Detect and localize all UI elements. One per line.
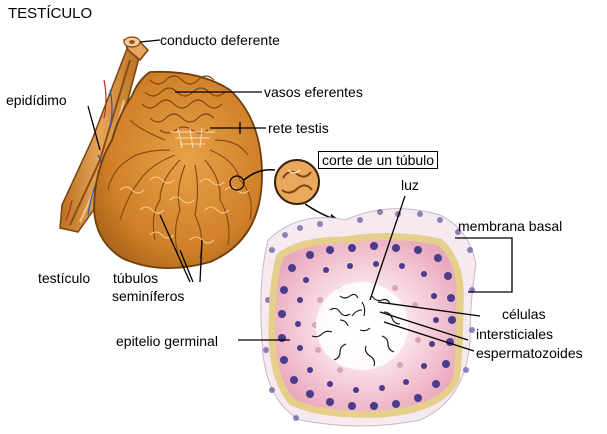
leader-lines <box>87 39 513 352</box>
diagram-title: TESTÍCULO <box>8 5 93 22</box>
label-epitelio-germinal: epitelio germinal <box>116 333 218 349</box>
label-seminiferos: seminíferos <box>112 288 185 304</box>
label-vasos-eferentes: vasos eferentes <box>264 84 363 100</box>
label-membrana-basal: membrana basal <box>458 218 563 234</box>
label-epididimo: epidídimo <box>6 92 67 108</box>
label-espermatozoides: espermatozoides <box>476 345 583 361</box>
tubule-section <box>260 208 477 427</box>
zoom-inset <box>229 159 342 224</box>
label-tubulos: túbulos <box>113 270 159 286</box>
label-testiculo: testículo <box>38 270 91 286</box>
ductus-deferens <box>122 36 150 62</box>
label-rete-testis: rete testis <box>268 120 329 136</box>
label-luz: luz <box>401 177 419 193</box>
label-corte-tubulo: corte de un túbulo <box>318 151 439 169</box>
label-conducto-deferente: conducto deferente <box>160 32 280 48</box>
label-celulas: células <box>502 306 546 322</box>
label-intersticiales: intersticiales <box>476 326 554 342</box>
testis-body <box>93 70 263 269</box>
